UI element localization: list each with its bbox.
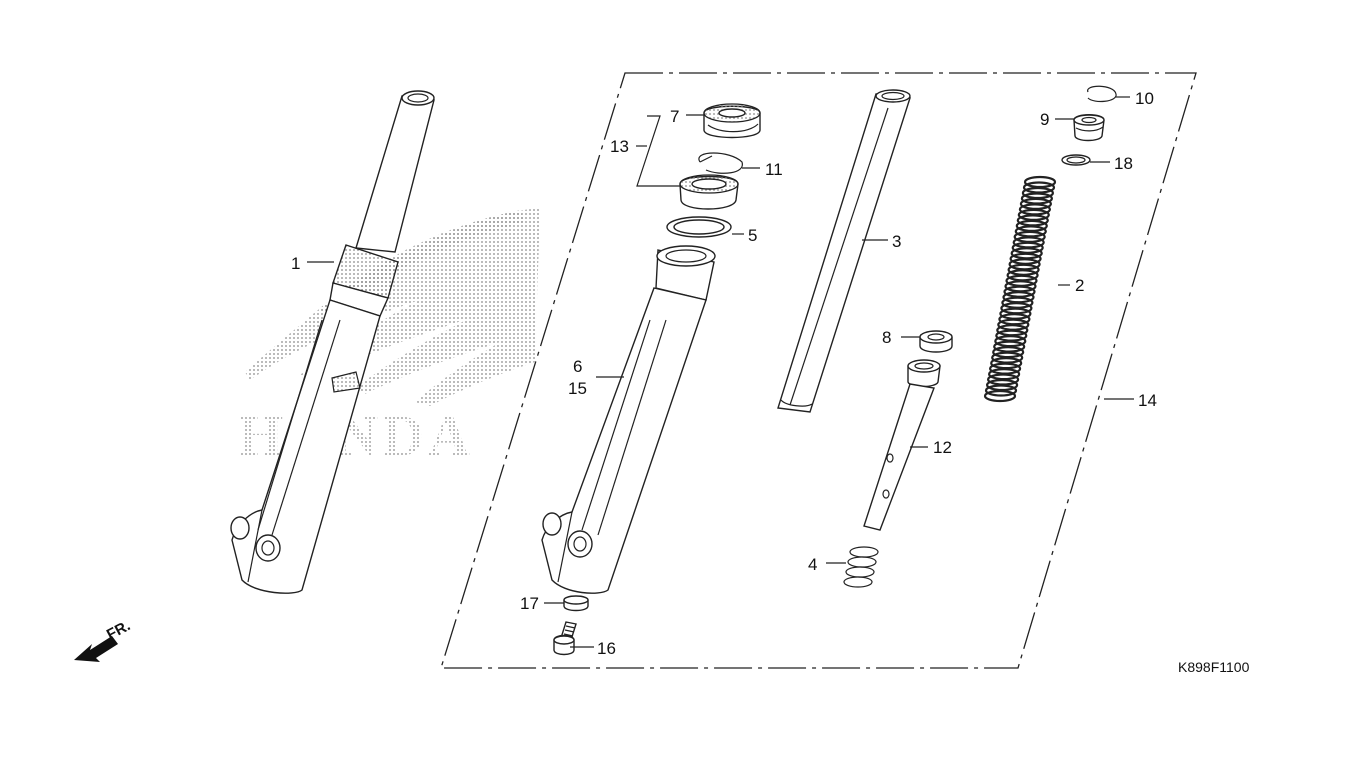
spring-coil	[984, 384, 1018, 397]
piston-ring[interactable]	[919, 330, 953, 353]
circlip-11[interactable]	[698, 152, 743, 174]
honda-wing-logo: HONDA	[238, 208, 540, 468]
callout-11[interactable]: 11	[765, 160, 783, 179]
callout-labels: 1 2 3 4 5 6 7 8 9 10 11 12 13 14 15 16 1…	[291, 89, 1157, 658]
fork-bottom-case[interactable]	[541, 245, 716, 594]
callout-3[interactable]: 3	[892, 232, 901, 251]
callout-1[interactable]: 1	[291, 254, 300, 273]
socket-bolt[interactable]	[553, 621, 577, 656]
callout-12[interactable]: 12	[933, 438, 952, 457]
kit-boundary	[440, 72, 1197, 669]
callout-7[interactable]: 7	[670, 107, 679, 126]
fork-piston[interactable]	[863, 359, 941, 531]
o-ring[interactable]	[1061, 154, 1091, 166]
callout-5[interactable]: 5	[748, 226, 757, 245]
spring-coil	[983, 389, 1017, 403]
callout-15[interactable]: 15	[568, 379, 587, 398]
fork-pipe[interactable]	[777, 89, 911, 413]
front-arrow-icon	[74, 636, 118, 662]
seal-ring-5[interactable]	[666, 216, 732, 238]
leader-lines	[307, 96, 1134, 648]
circlip-10[interactable]	[1087, 85, 1117, 103]
callout-2[interactable]: 2	[1075, 276, 1084, 295]
callout-14[interactable]: 14	[1138, 391, 1157, 410]
callout-4[interactable]: 4	[808, 555, 817, 574]
callout-13[interactable]: 13	[610, 137, 629, 156]
oil-seal-top[interactable]	[703, 103, 761, 139]
callout-6[interactable]: 6	[573, 357, 582, 376]
diagram-code: K898F1100	[1178, 659, 1250, 675]
callout-18[interactable]: 18	[1114, 154, 1133, 173]
sealing-washer[interactable]	[563, 595, 589, 612]
fork-cap-bolt[interactable]	[1073, 114, 1105, 142]
callout-17[interactable]: 17	[520, 594, 539, 613]
fork-spring[interactable]	[983, 175, 1057, 403]
dust-seal[interactable]	[679, 174, 739, 210]
callout-10[interactable]: 10	[1135, 89, 1154, 108]
callout-9[interactable]: 9	[1040, 110, 1049, 129]
front-direction-indicator: FR.	[74, 617, 133, 662]
callout-16[interactable]: 16	[597, 639, 616, 658]
honda-watermark-text: HONDA	[238, 403, 474, 468]
front-fork-assembly[interactable]	[230, 90, 435, 594]
rebound-spring[interactable]	[843, 546, 879, 588]
callout-8[interactable]: 8	[882, 328, 891, 347]
